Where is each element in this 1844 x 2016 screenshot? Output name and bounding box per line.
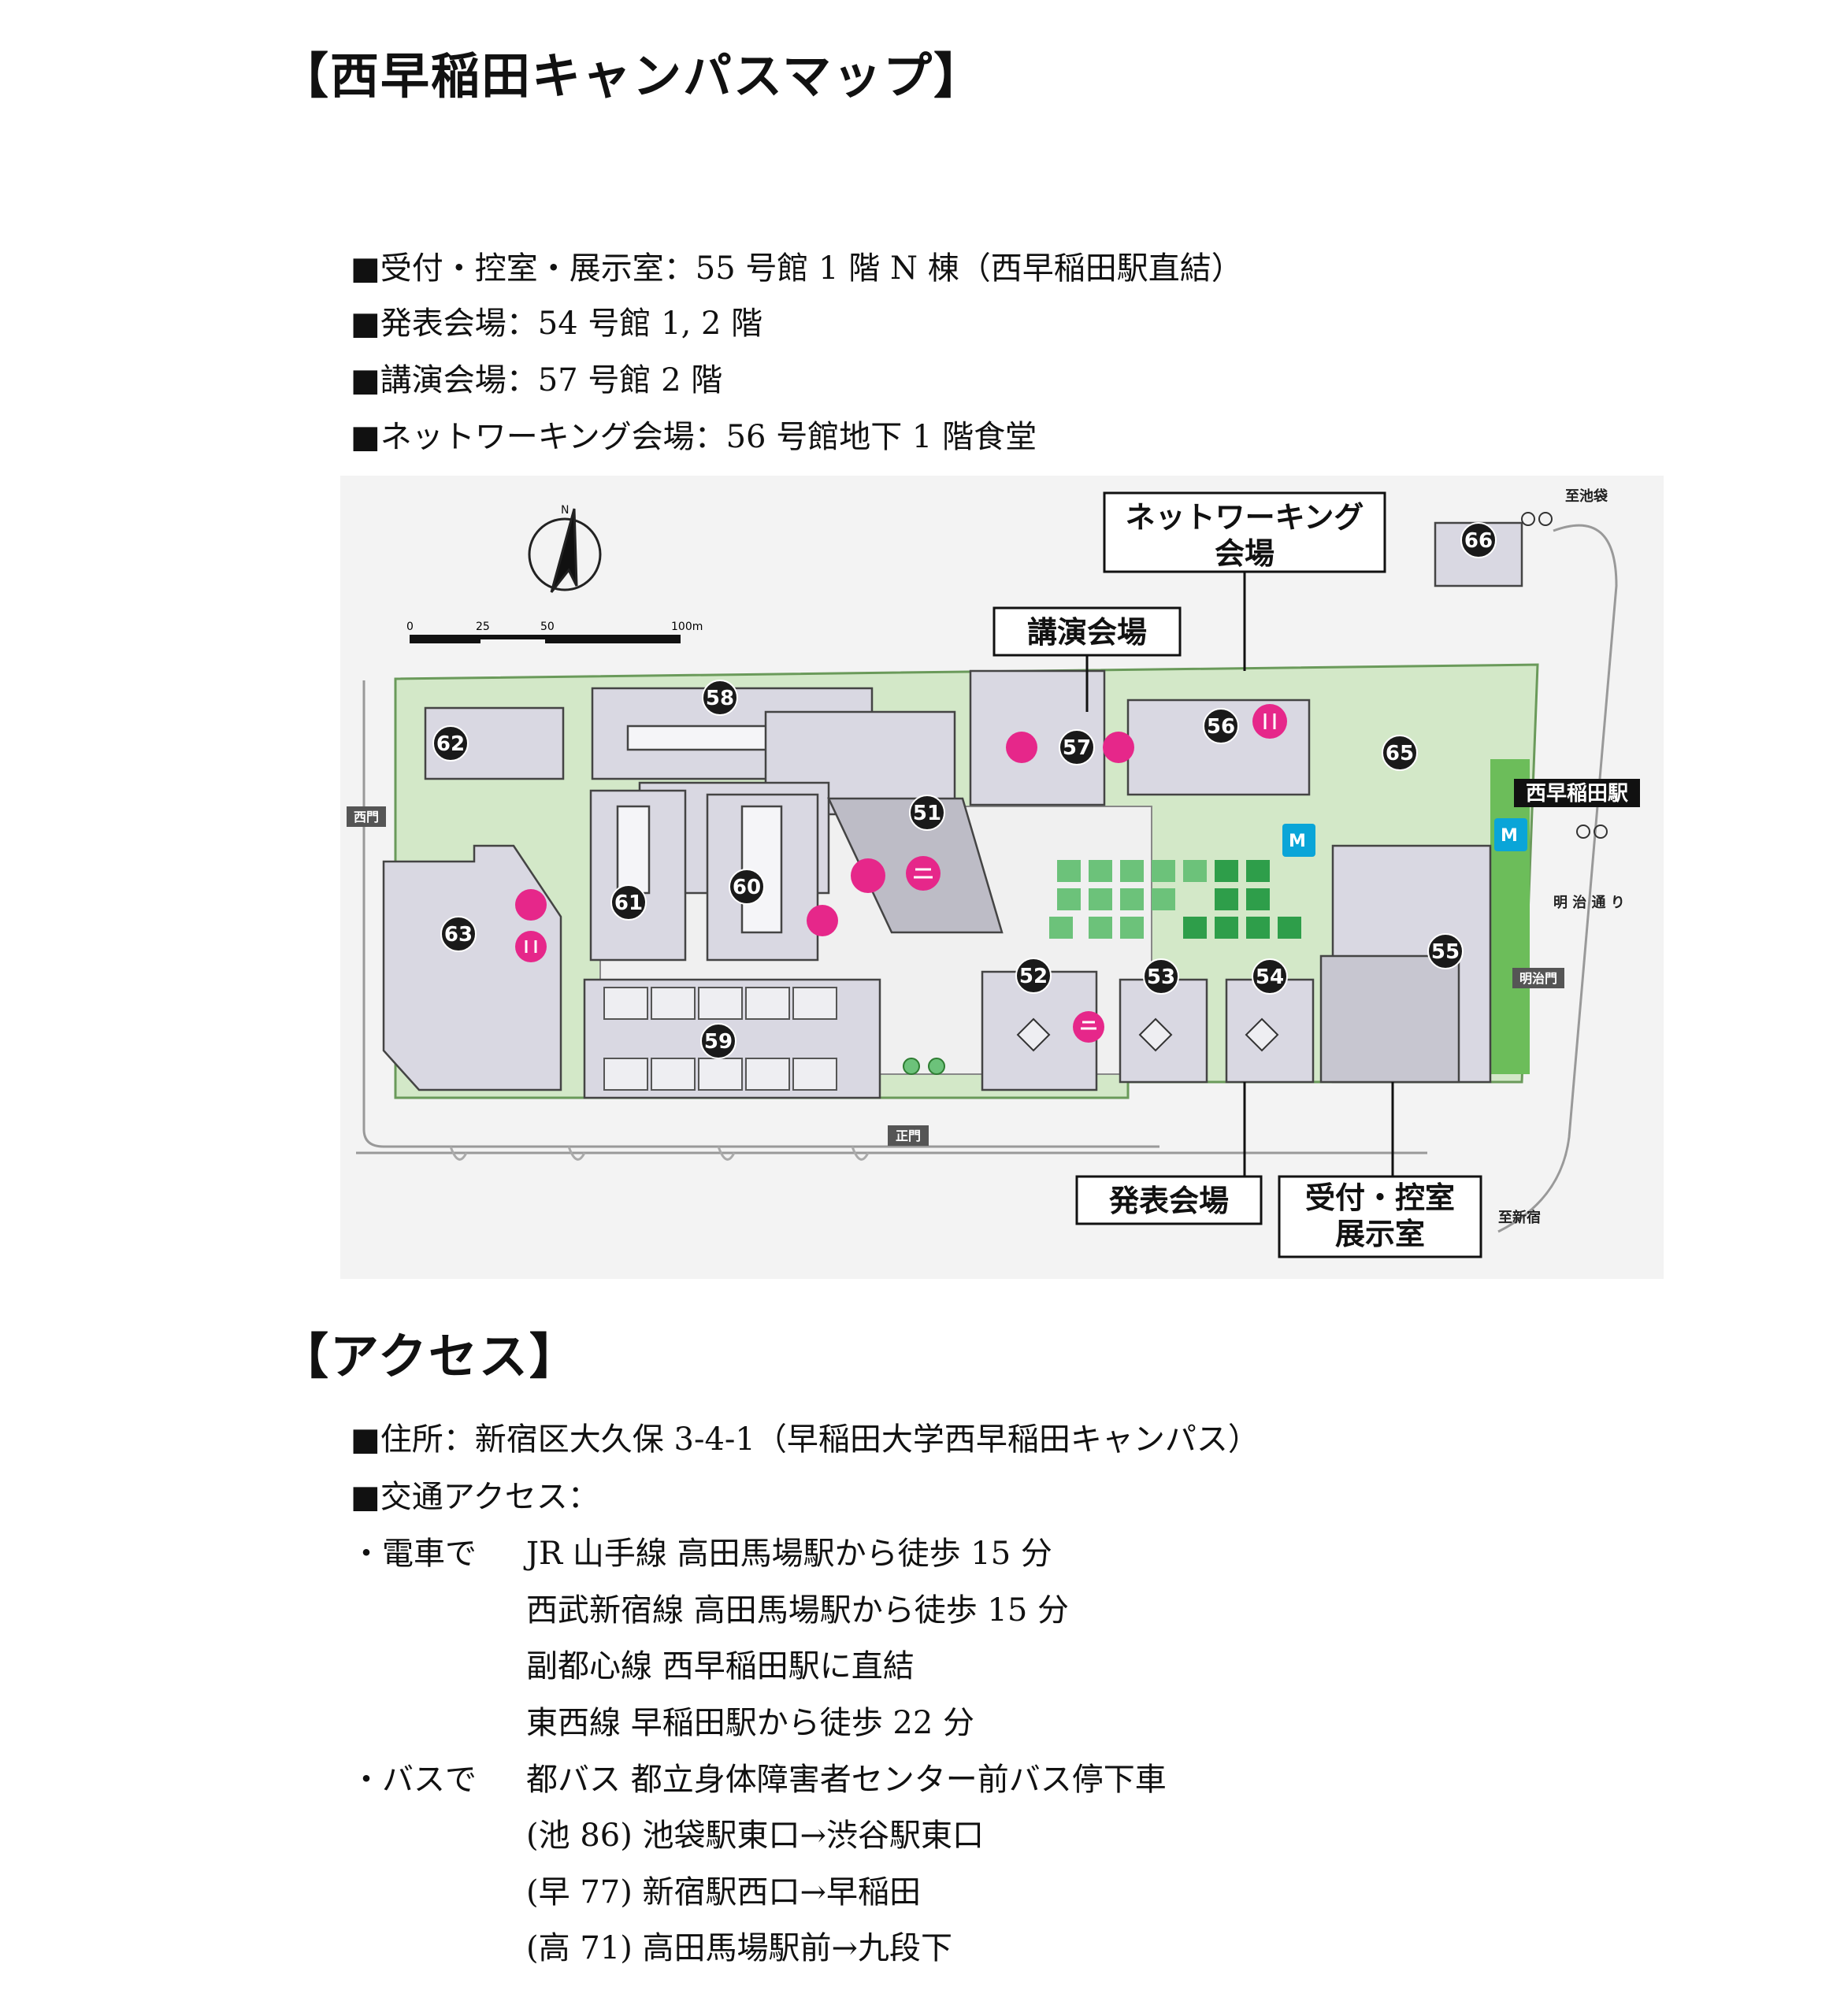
building-badge-57 xyxy=(1059,729,1095,765)
bus-line: (早 77) 新宿駅西口→早稲田 xyxy=(526,1874,922,1910)
campus-map: N 0 25 50 100m 58 62 57 56 65 66 51 61 60 63 52 53 5… xyxy=(340,476,1664,1279)
callout-reception xyxy=(1278,1175,1482,1258)
plaza-green-blocks xyxy=(1049,860,1301,939)
callout-lecture-text: 講演会場 xyxy=(1027,615,1147,650)
building-55-tower xyxy=(1319,954,1460,1084)
building-number-61: 61 xyxy=(614,891,643,915)
gate-main: 正門 xyxy=(896,1128,921,1143)
building-number-66: 66 xyxy=(1464,529,1493,553)
page-title: 【西早稲田キャンパスマップ】 xyxy=(280,47,985,105)
direction-shinjuku: 至新宿 xyxy=(1498,1209,1541,1226)
building-badge-61 xyxy=(610,884,647,921)
station-label: 西早稲田駅 xyxy=(1526,782,1628,806)
scale-100: 100m xyxy=(671,621,703,633)
train-label: ・電車で xyxy=(351,1536,477,1572)
building-number-63: 63 xyxy=(444,923,473,947)
metro-icon xyxy=(1282,818,1527,857)
venue-presentation: ■発表会場：54 号館 1, 2 階 xyxy=(351,306,763,342)
building-badge-51 xyxy=(909,795,945,831)
restroom-icon xyxy=(851,858,885,893)
compass xyxy=(528,508,602,593)
venue-lecture: ■講演会場：57 号館 2 階 xyxy=(351,362,723,398)
building-number-60: 60 xyxy=(733,876,761,899)
building-badge-59 xyxy=(700,1023,736,1059)
building-number-53: 53 xyxy=(1147,965,1175,989)
callout-presentation-text: 発表会場 xyxy=(1109,1184,1229,1218)
svg-text:M: M xyxy=(1289,832,1306,851)
building-number-52: 52 xyxy=(1019,965,1048,988)
callout-networking-line1: ネットワーキング xyxy=(1126,500,1364,535)
building-badge-63 xyxy=(440,916,477,952)
bus-line: (高 71) 高田馬場駅前→九段下 xyxy=(526,1930,953,1966)
building-badge-54 xyxy=(1252,958,1288,995)
callout-reception-line2: 展示室 xyxy=(1335,1217,1425,1251)
restaurant-icon xyxy=(515,931,547,962)
building-badge-56 xyxy=(1203,708,1239,744)
compass-label: N xyxy=(561,504,569,517)
bus-line: 都バス 都立身体障害者センター前バス停下車 xyxy=(526,1762,1167,1798)
shop-icon xyxy=(515,889,547,921)
library-icon xyxy=(1073,1011,1104,1043)
scale-0: 0 xyxy=(406,621,414,633)
train-line: JR 山手線 高田馬場駅から徒歩 15 分 xyxy=(526,1536,1052,1572)
building-number-57: 57 xyxy=(1063,736,1091,760)
building-number-58: 58 xyxy=(706,687,734,710)
road-label: 明 治 通 り xyxy=(1553,894,1625,911)
building-badge-55 xyxy=(1427,933,1464,969)
building-badge-52 xyxy=(1015,958,1052,994)
venue-networking: ■ネットワーキング会場：56 号館地下 1 階食堂 xyxy=(351,419,1037,455)
building-number-65: 65 xyxy=(1386,742,1414,765)
train-line: 東西線 早稲田駅から徒歩 22 分 xyxy=(526,1705,975,1741)
cafe-icon xyxy=(1006,732,1037,763)
restaurant-icon xyxy=(1252,704,1287,739)
address: ■住所：新宿区大久保 3-4-1（早稲田大学西早稲田キャンパス） xyxy=(351,1421,1260,1458)
building-badge-58 xyxy=(702,680,738,716)
library-icon xyxy=(906,856,941,891)
bus-line: (池 86) 池袋駅東口→渋谷駅東口 xyxy=(526,1818,985,1854)
callout-networking-line2: 会場 xyxy=(1215,536,1274,571)
train-line: 副都心線 西早稲田駅に直結 xyxy=(526,1648,915,1684)
bus-label: ・バスで xyxy=(351,1762,477,1798)
shop-icon xyxy=(807,905,838,936)
building-number-54: 54 xyxy=(1256,965,1284,989)
building-badge-62 xyxy=(432,725,469,762)
svg-text:M: M xyxy=(1501,826,1518,846)
building-number-55: 55 xyxy=(1431,940,1460,964)
building-63 xyxy=(382,844,562,1091)
shop-icon xyxy=(1103,732,1134,763)
callout-networking xyxy=(1103,491,1386,573)
venue-reception: ■受付・控室・展示室：55 号館 1 階 N 棟（西早稲田駅直結） xyxy=(351,250,1243,287)
building-number-59: 59 xyxy=(704,1030,733,1054)
building-number-62: 62 xyxy=(436,732,465,756)
building-badge-66 xyxy=(1460,522,1497,558)
building-number-56: 56 xyxy=(1207,715,1235,739)
gate-west: 西門 xyxy=(354,810,379,825)
gate-meiji: 明治門 xyxy=(1519,971,1557,986)
building-badge-65 xyxy=(1382,735,1418,771)
transport-label: ■交通アクセス： xyxy=(351,1479,599,1515)
callout-reception-line1: 受付・控室 xyxy=(1305,1180,1455,1215)
building-number-51: 51 xyxy=(913,802,941,825)
train-line: 西武新宿線 高田馬場駅から徒歩 15 分 xyxy=(526,1592,1070,1629)
direction-ikebukuro: 至池袋 xyxy=(1565,487,1608,505)
access-title: 【アクセス】 xyxy=(280,1328,580,1385)
callout-presentation xyxy=(1075,1175,1263,1225)
scale-50: 50 xyxy=(540,621,555,633)
building-badge-60 xyxy=(729,869,765,905)
building-badge-53 xyxy=(1143,958,1179,995)
scale-25: 25 xyxy=(476,621,490,633)
